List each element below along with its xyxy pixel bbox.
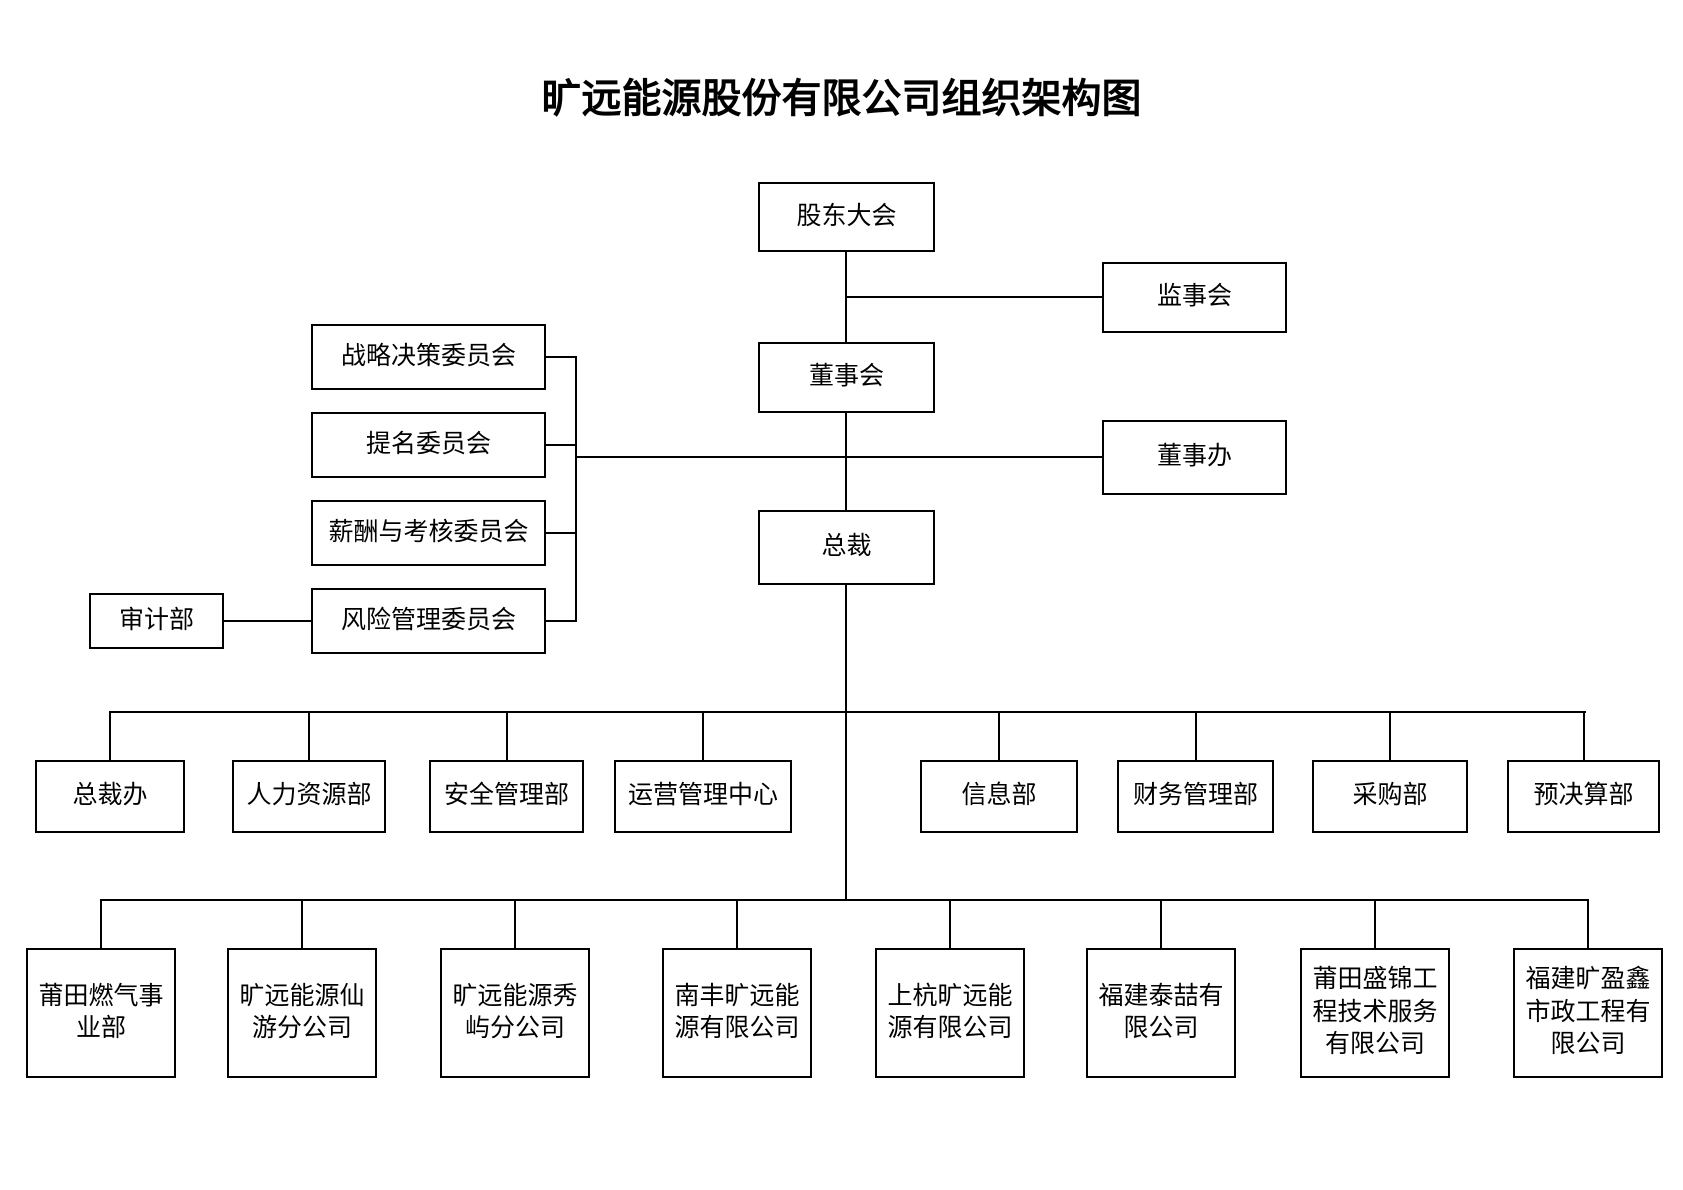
node-information-department: 信息部 <box>920 760 1078 833</box>
node-safety-management-department: 安全管理部 <box>429 760 584 833</box>
connector-stub-sub-6 <box>1160 899 1162 950</box>
node-shanghang-energy-subsidiary: 上杭旷远能源有限公司 <box>875 948 1025 1078</box>
node-fujian-taizhe-subsidiary: 福建泰喆有限公司 <box>1086 948 1236 1078</box>
connector-stub-dept-2 <box>308 711 310 762</box>
node-fujian-kuangyingxin-municipal-subsidiary: 福建旷盈鑫市政工程有限公司 <box>1513 948 1663 1078</box>
node-nanfeng-energy-subsidiary: 南丰旷远能源有限公司 <box>662 948 812 1078</box>
connector-stub-sub-1 <box>100 899 102 950</box>
connector-stub-sub-4 <box>736 899 738 950</box>
node-president-office: 总裁办 <box>35 760 185 833</box>
node-board-office: 董事办 <box>1102 420 1287 495</box>
node-procurement-department: 采购部 <box>1312 760 1468 833</box>
connector-stub-nomination-committee <box>544 444 577 446</box>
page-title: 旷远能源股份有限公司组织架构图 <box>541 76 1142 121</box>
connector-stub-dept-7 <box>1389 711 1391 762</box>
node-remuneration-assessment-committee: 薪酬与考核委员会 <box>311 500 546 566</box>
connector-stub-dept-4 <box>702 711 704 762</box>
connector-stub-dept-8 <box>1583 711 1585 762</box>
connector-stub-sub-5 <box>949 899 951 950</box>
connector-audit-to-risk-committee <box>222 620 313 622</box>
node-hr-department: 人力资源部 <box>232 760 386 833</box>
node-budget-final-accounts-department: 预决算部 <box>1507 760 1660 833</box>
node-putian-shengjin-engineering-subsidiary: 莆田盛锦工程技术服务有限公司 <box>1300 948 1450 1078</box>
node-supervisory-board: 监事会 <box>1102 262 1287 333</box>
connector-stub-strategy-committee <box>544 356 577 358</box>
connector-committees-to-board-office <box>576 456 1104 458</box>
node-nomination-committee: 提名委员会 <box>311 412 546 478</box>
connector-committee-spine <box>575 356 577 622</box>
node-strategy-committee: 战略决策委员会 <box>311 324 546 390</box>
connector-board-to-president <box>845 411 847 512</box>
connector-stub-dept-3 <box>506 711 508 762</box>
connector-stub-sub-8 <box>1587 899 1589 950</box>
node-audit-department: 审计部 <box>89 593 224 649</box>
node-board-of-directors: 董事会 <box>758 342 935 413</box>
node-risk-management-committee: 风险管理委员会 <box>311 588 546 654</box>
node-finance-management-department: 财务管理部 <box>1117 760 1274 833</box>
connector-stub-risk-committee <box>544 620 577 622</box>
connector-stub-sub-7 <box>1374 899 1376 950</box>
node-operations-management-center: 运营管理中心 <box>614 760 792 833</box>
connector-subsidiaries-rail <box>100 899 1589 901</box>
connector-president-down <box>845 583 847 901</box>
node-xiuyu-branch: 旷远能源秀屿分公司 <box>440 948 590 1078</box>
connector-stub-sub-2 <box>301 899 303 950</box>
connector-stub-remuneration-committee <box>544 532 577 534</box>
connector-stub-dept-5 <box>998 711 1000 762</box>
node-putian-gas-division: 莆田燃气事业部 <box>26 948 176 1078</box>
connector-stub-sub-3 <box>514 899 516 950</box>
connector-to-supervisory-board <box>846 296 1104 298</box>
connector-departments-rail <box>109 711 1586 713</box>
node-shareholders-meeting: 股东大会 <box>758 182 935 252</box>
node-president: 总裁 <box>758 510 935 585</box>
connector-stub-dept-1 <box>109 711 111 762</box>
connector-stub-dept-6 <box>1195 711 1197 762</box>
node-xianyou-branch: 旷远能源仙游分公司 <box>227 948 377 1078</box>
